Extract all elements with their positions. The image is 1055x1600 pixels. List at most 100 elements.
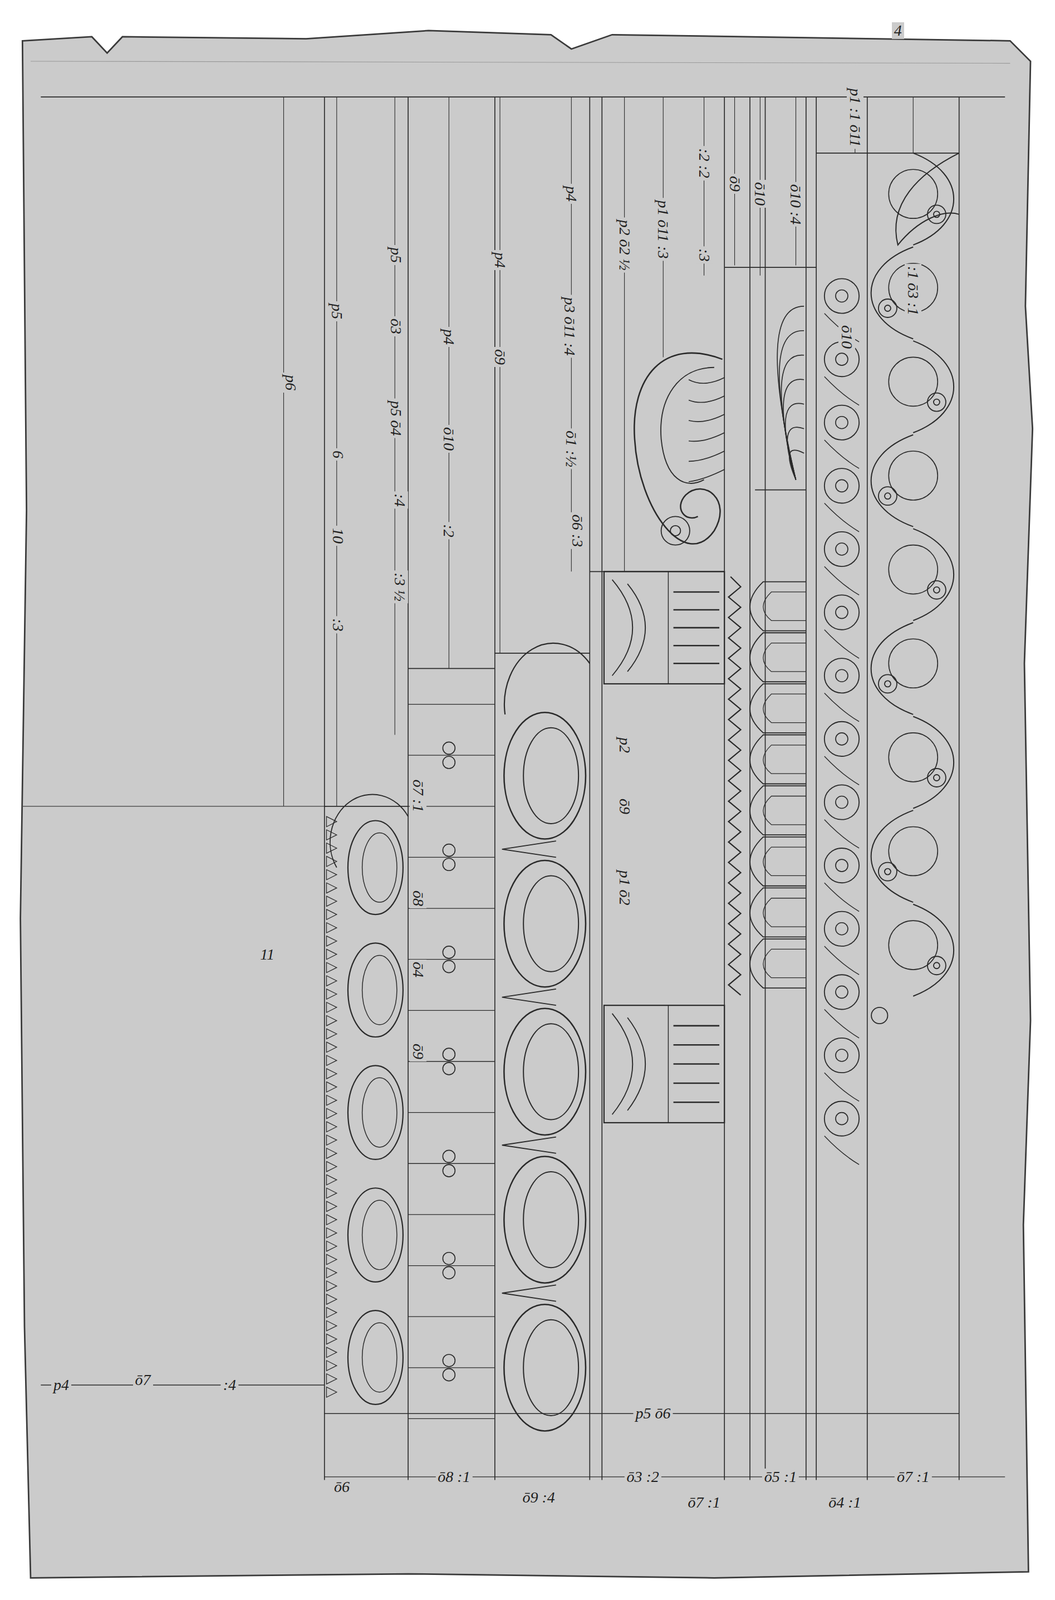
dentil-eye xyxy=(442,1047,455,1061)
rosette-centre xyxy=(884,868,891,875)
profile-step xyxy=(408,667,495,669)
small-egg-inner xyxy=(362,954,397,1025)
dimension-label: ō9 xyxy=(409,1041,427,1062)
frieze-tendril xyxy=(824,692,860,721)
dentil-line xyxy=(408,1163,495,1164)
console-leaf xyxy=(688,432,725,441)
bead-triangle xyxy=(326,1015,337,1026)
frieze-rosette xyxy=(871,1007,888,1024)
dimension-label: p4 xyxy=(51,1376,72,1393)
console-leaf xyxy=(688,414,725,422)
bead-triangle xyxy=(326,1214,337,1225)
acanthus-leaf xyxy=(612,1013,633,1115)
dimension-label: p1 ō2 xyxy=(616,867,633,908)
frieze-rosette xyxy=(927,580,946,600)
bead-triangle xyxy=(326,1081,337,1092)
rosette xyxy=(661,516,690,545)
bead-triangle xyxy=(326,1055,337,1066)
dart xyxy=(502,1284,557,1301)
modillion-divider xyxy=(668,1004,669,1123)
frieze-tendril xyxy=(824,756,860,785)
profile-step xyxy=(724,266,817,268)
bead-triangle xyxy=(326,1200,337,1211)
small-egg xyxy=(347,1187,404,1282)
dimension-label: ō1 :½ xyxy=(562,428,580,470)
frieze-scroll xyxy=(913,904,954,996)
dimension-label: ō8 :1 xyxy=(435,1468,473,1485)
dimension-label: :4 xyxy=(221,1376,239,1393)
frieze-scroll xyxy=(824,1100,860,1136)
cyma-leaf xyxy=(749,683,807,733)
profile-step xyxy=(816,152,960,154)
frieze-leaf xyxy=(888,169,938,219)
cyma-leaf xyxy=(749,887,807,937)
dimension-label: p5 xyxy=(328,301,346,322)
dimension-label: ō7 xyxy=(133,1371,154,1388)
frieze-scroll xyxy=(824,911,860,946)
rosette-centre xyxy=(933,399,940,406)
paper-fold xyxy=(30,61,1010,64)
cyma-leaf-inner xyxy=(763,846,807,876)
bead-triangle xyxy=(326,1174,337,1185)
bead-triangle xyxy=(326,1187,337,1198)
profile-line xyxy=(723,96,725,1480)
dart xyxy=(502,840,557,857)
dimension-label: p4 xyxy=(440,326,458,347)
dimension-label: ō7 :1 xyxy=(409,777,427,814)
dentil-eye xyxy=(442,1149,455,1162)
dentil-eye xyxy=(442,960,455,973)
frieze-rosette xyxy=(835,1048,848,1062)
leaf-rib xyxy=(673,626,720,629)
small-egg xyxy=(347,1065,404,1160)
rosette-centre xyxy=(884,492,891,499)
frieze-leaf xyxy=(888,356,938,406)
dimension-label: ō7 :1 xyxy=(685,1493,723,1511)
dart xyxy=(502,988,557,1005)
bead-triangle xyxy=(326,1267,337,1278)
frieze-scroll xyxy=(824,278,860,313)
bead-triangle xyxy=(326,842,337,853)
dentil-eye xyxy=(442,756,455,769)
dimension-label: p5 ō4 xyxy=(387,398,405,439)
profile-line xyxy=(958,96,960,1480)
frieze-tendril xyxy=(824,376,860,405)
dimension-label: :3 ½ xyxy=(391,570,409,603)
small-egg xyxy=(347,1309,404,1405)
frieze-scroll xyxy=(824,721,860,757)
cyma-leaf-inner xyxy=(763,795,807,824)
dentil-eye xyxy=(442,1164,455,1177)
rosette-centre xyxy=(884,305,891,312)
cyma-leaf xyxy=(749,836,807,886)
frieze-rosette xyxy=(878,298,897,318)
frieze-tendril xyxy=(824,629,860,659)
leaf-rib xyxy=(673,644,720,647)
frieze-leaf xyxy=(888,545,938,595)
bead-triangle xyxy=(326,1240,337,1251)
fan-leaf xyxy=(785,403,805,480)
dimension-line xyxy=(499,96,500,654)
dentil-eye xyxy=(442,1266,455,1279)
leaf-rib xyxy=(673,609,720,611)
frieze-rosette xyxy=(835,859,848,872)
frieze-scroll xyxy=(871,434,914,527)
bead-triangle xyxy=(326,935,337,946)
dimension-label: 4 xyxy=(891,22,905,39)
frieze-rosette xyxy=(927,393,946,412)
frieze-rosette xyxy=(835,542,848,556)
console-leaf xyxy=(688,395,725,402)
bead-triangle xyxy=(326,1028,337,1039)
bead-triangle xyxy=(326,1094,337,1105)
small-egg xyxy=(347,820,404,915)
frieze-tendril xyxy=(824,503,860,532)
frieze-scroll xyxy=(824,531,860,567)
dimension-label: ō9 xyxy=(726,173,744,194)
dimension-label: ō6 :3 xyxy=(568,512,586,549)
frieze-tendril xyxy=(824,945,860,975)
large-egg xyxy=(503,712,586,839)
console-leaf xyxy=(688,377,725,384)
dart xyxy=(502,1136,557,1153)
console-leaf xyxy=(688,450,725,461)
frieze-rosette xyxy=(835,479,848,492)
dimension-label: p1 ō11 :3 xyxy=(654,198,672,262)
dimension-label: ō10 :4 xyxy=(787,181,804,227)
